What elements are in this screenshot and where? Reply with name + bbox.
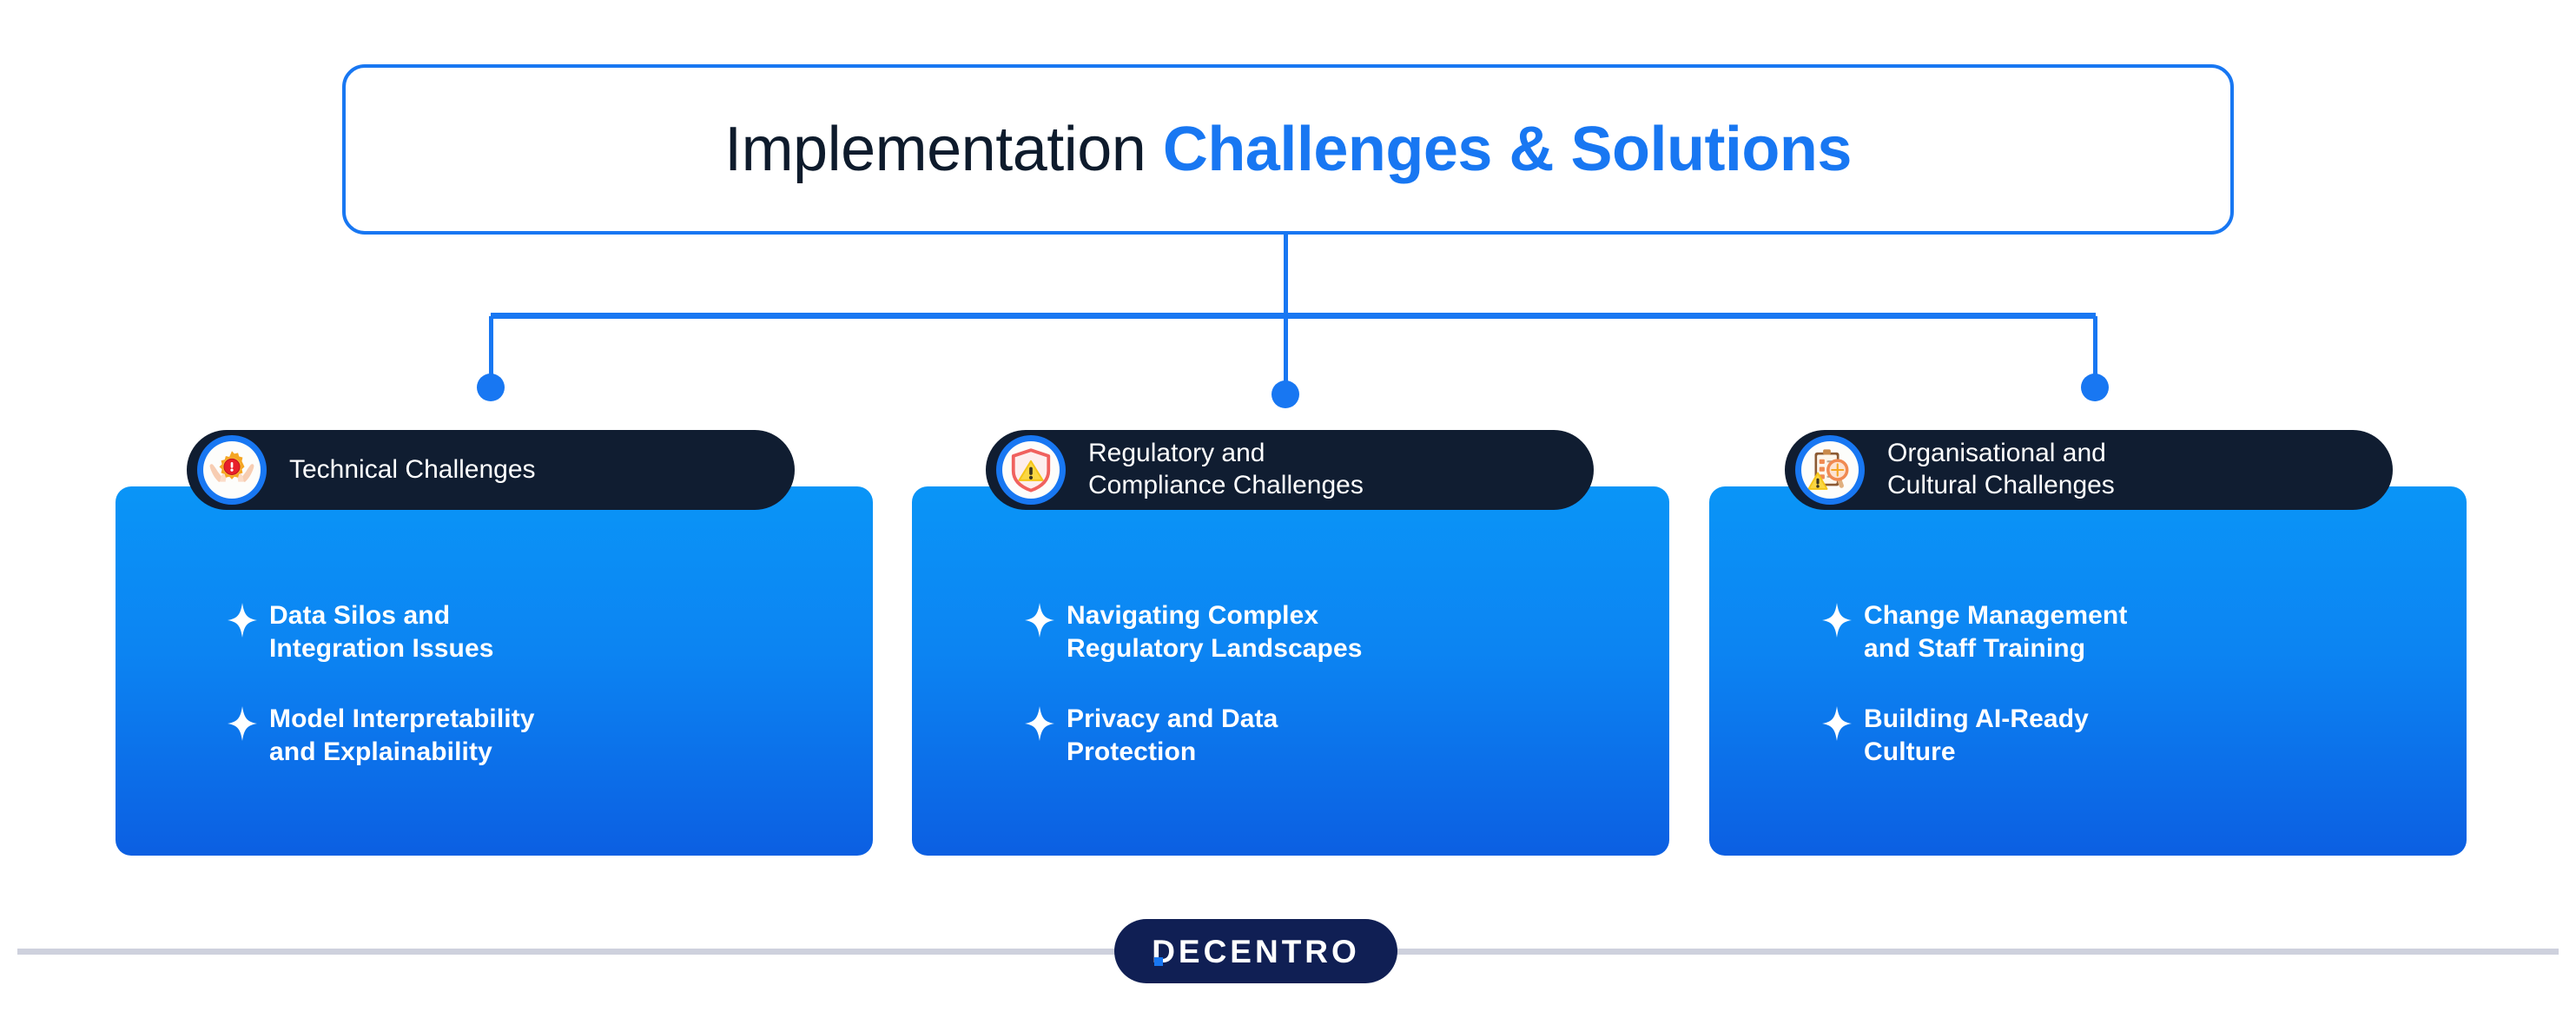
list-item: Data Silos and Integration Issues (228, 599, 836, 666)
list-item: Navigating Complex Regulatory Landscapes (1025, 599, 1633, 666)
list-item-label: Change Management and Staff Training (1864, 601, 2128, 664)
card-header-regulatory[interactable]: Regulatory and Compliance Challenges (986, 430, 1594, 510)
shield-warning-icon (1002, 441, 1060, 499)
bullet-list-regulatory: Navigating Complex Regulatory Landscapes… (1025, 599, 1633, 770)
sparkle-diamond-icon (1025, 703, 1067, 741)
connector-drop-left (489, 316, 493, 386)
sparkle-diamond-icon (1025, 599, 1067, 638)
list-item-label: Data Silos and Integration Issues (269, 601, 494, 664)
list-item: Privacy and Data Protection (1025, 703, 1633, 770)
list-item: Change Management and Staff Training (1822, 599, 2430, 666)
hands-holding-gear-alert-icon (203, 441, 261, 499)
page-title-box: Implementation Challenges & Solutions (342, 64, 2234, 235)
sparkle-diamond-icon (228, 703, 269, 741)
logo-accent-square-icon (1154, 956, 1164, 966)
clipboard-magnifier-warning-icon (1801, 441, 1859, 499)
connector-stem-top (1284, 235, 1288, 316)
list-item: Model Interpretability and Explainabilit… (228, 703, 836, 770)
decentro-logo[interactable]: DECENTRO (1114, 919, 1397, 983)
connector-dot-middle (1271, 380, 1299, 408)
card-title-regulatory: Regulatory and Compliance Challenges (1088, 439, 1364, 499)
sparkle-diamond-icon (1822, 703, 1864, 741)
card-header-technical[interactable]: Technical Challenges (187, 430, 795, 510)
connector-dot-left (477, 374, 505, 401)
logo-mark: DECENTRO (1152, 936, 1360, 968)
list-item: Building AI-Ready Culture (1822, 703, 2430, 770)
icon-ring (197, 435, 267, 505)
card-body-organisational (1709, 486, 2467, 856)
connector-drop-right (2093, 316, 2097, 386)
connector-drop-middle (1284, 316, 1288, 393)
list-item-label: Building AI-Ready Culture (1864, 704, 2089, 767)
list-item-label: Model Interpretability and Explainabilit… (269, 704, 535, 767)
card-body-technical (116, 486, 873, 856)
logo-text: DECENTRO (1152, 933, 1360, 969)
page-title: Implementation Challenges & Solutions (724, 118, 1852, 181)
sparkle-diamond-icon (1822, 599, 1864, 638)
page-title-plain: Implementation (724, 115, 1163, 184)
connector-horizontal-bar (491, 313, 2096, 319)
bullet-list-technical: Data Silos and Integration Issues Model … (228, 599, 836, 770)
connector-dot-right (2081, 374, 2109, 401)
bullet-list-organisational: Change Management and Staff Training Bui… (1822, 599, 2430, 770)
card-header-organisational[interactable]: Organisational and Cultural Challenges (1785, 430, 2393, 510)
list-item-label: Navigating Complex Regulatory Landscapes (1067, 601, 1363, 664)
card-title-technical: Technical Challenges (289, 454, 536, 484)
card-title-organisational: Organisational and Cultural Challenges (1887, 439, 2115, 499)
icon-ring (996, 435, 1066, 505)
card-body-regulatory (912, 486, 1669, 856)
icon-ring (1795, 435, 1865, 505)
sparkle-diamond-icon (228, 599, 269, 638)
list-item-label: Privacy and Data Protection (1067, 704, 1278, 767)
page-title-accent: Challenges & Solutions (1162, 115, 1853, 184)
